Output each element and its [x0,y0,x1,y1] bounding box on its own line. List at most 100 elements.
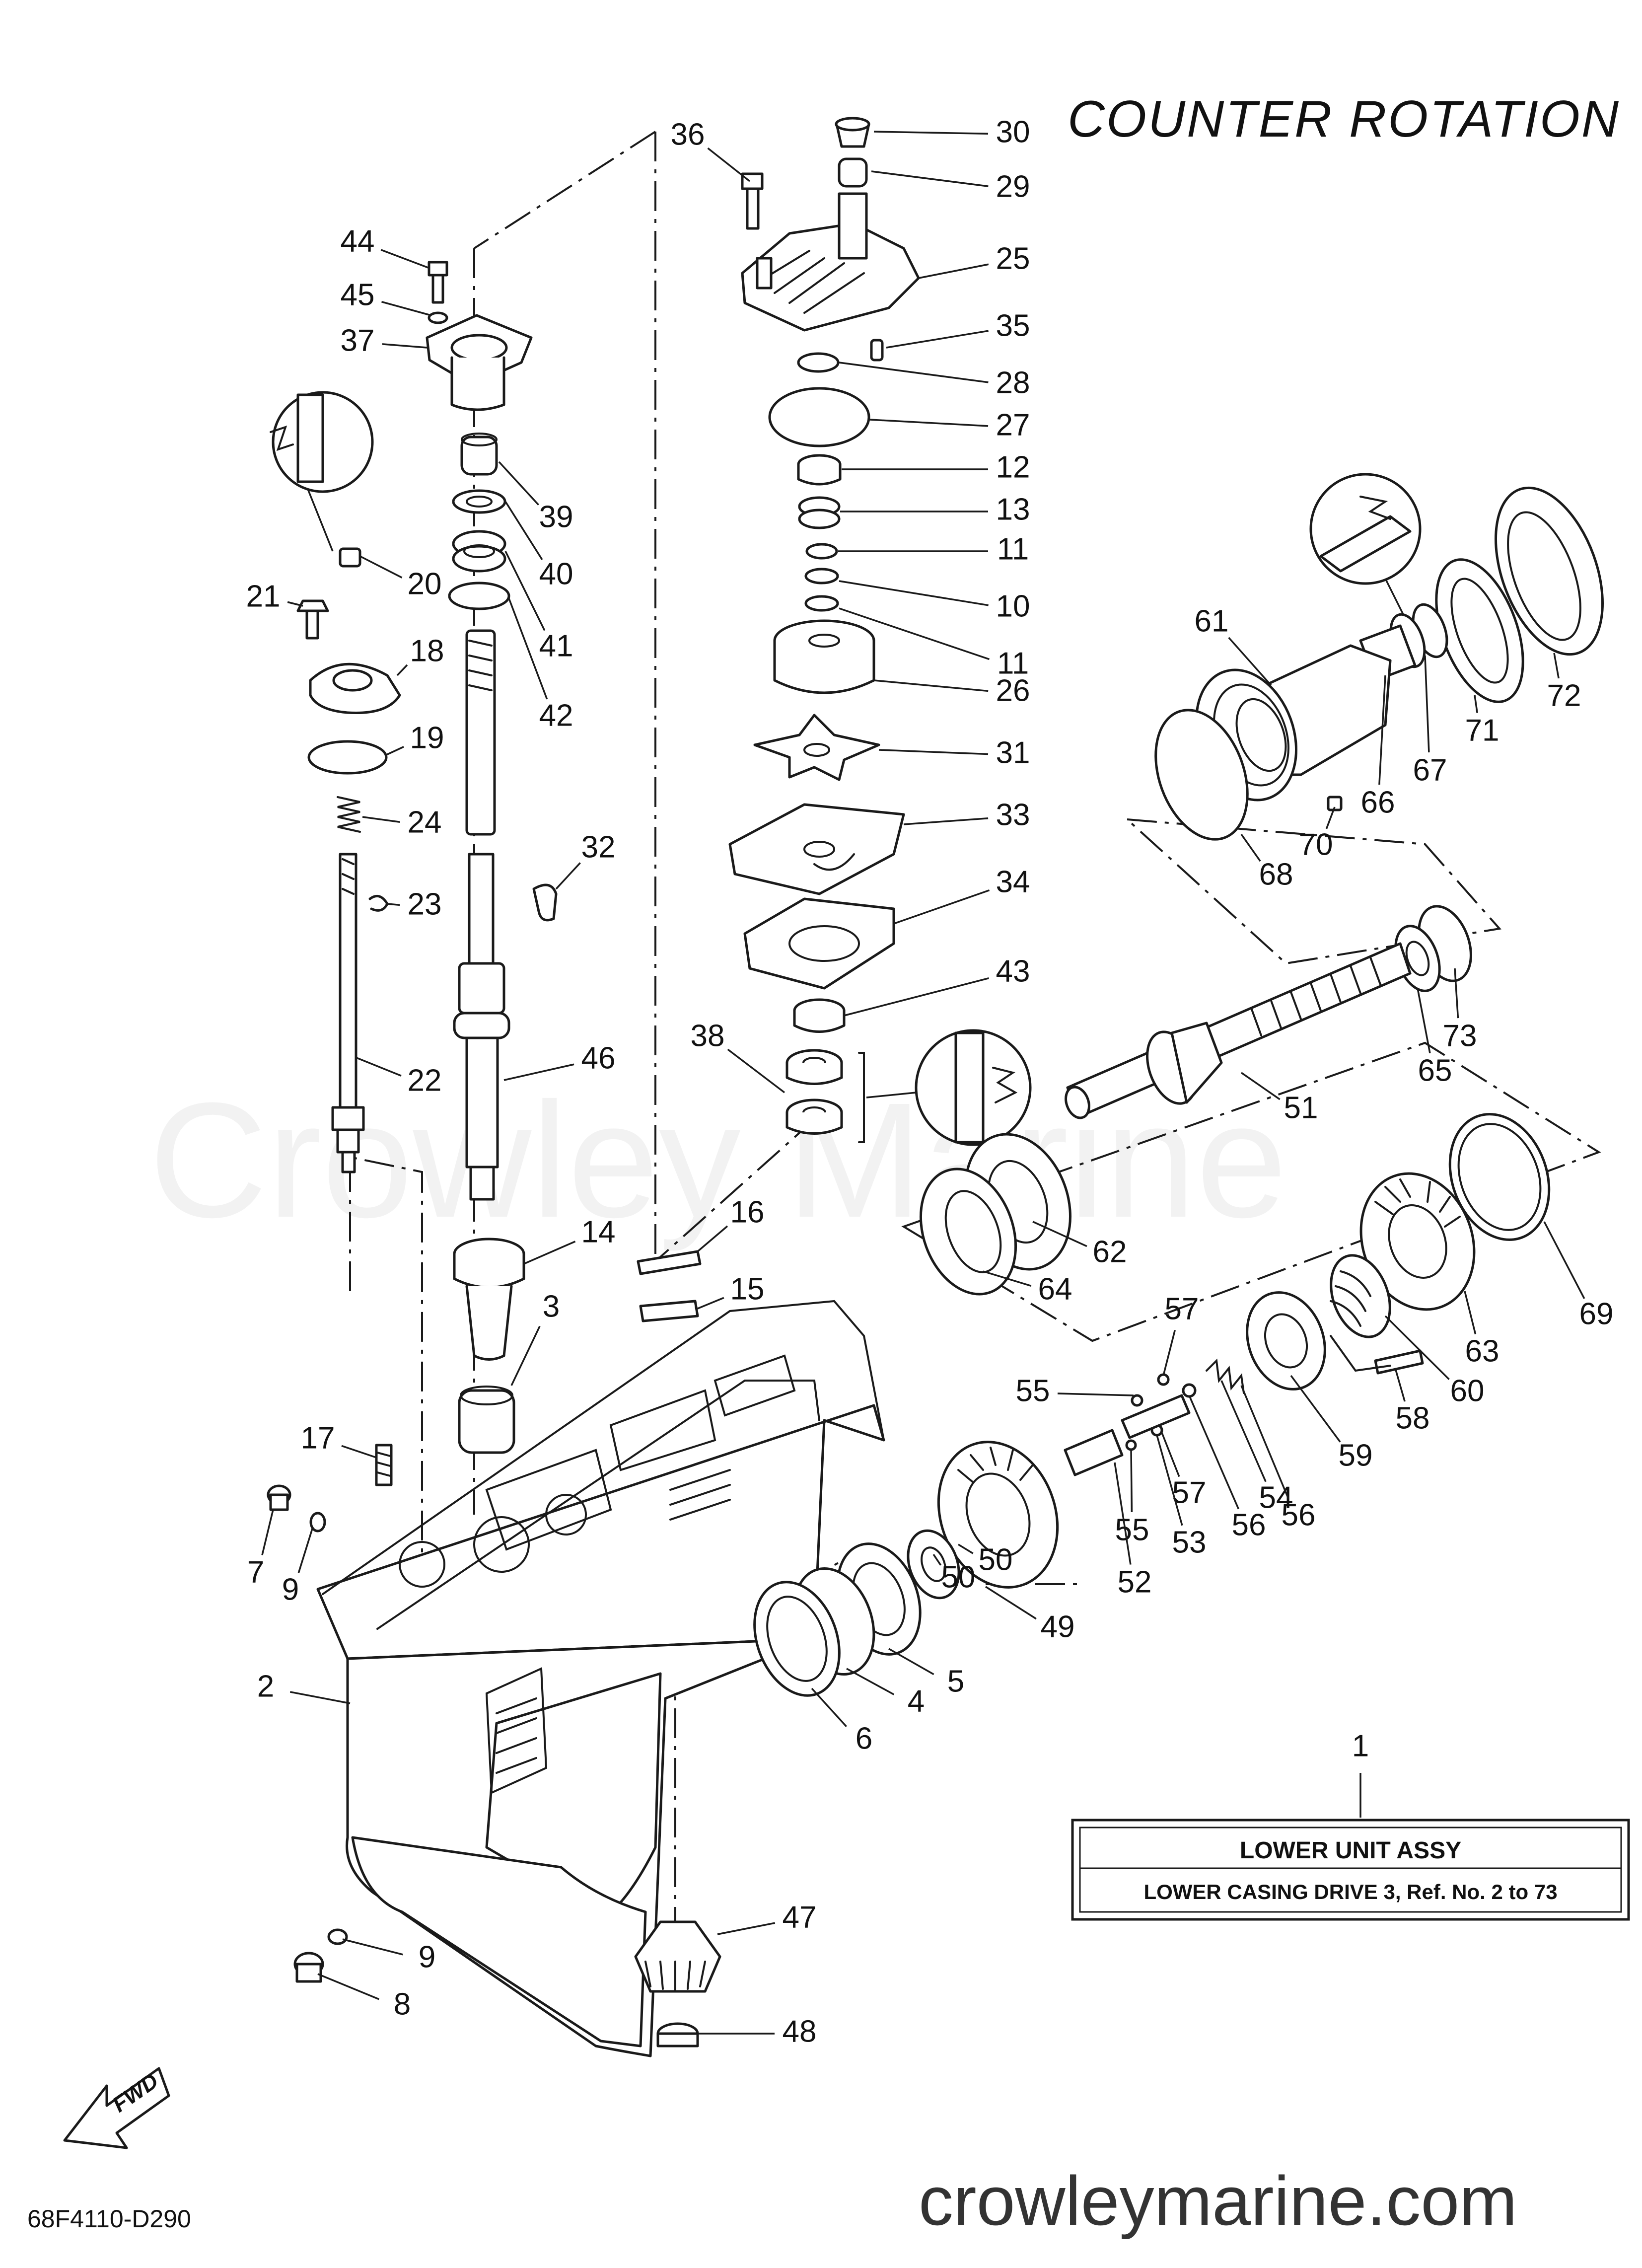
callout-leader [380,249,430,269]
callout-leader [1543,1221,1585,1299]
callout-leader [1241,1072,1281,1100]
callout-leader [523,1241,576,1265]
callout-leader [498,461,539,506]
callout-number: 49 [1041,1610,1075,1644]
callout-number: 43 [996,954,1030,988]
callout-leader [287,601,303,607]
callout-leader [707,147,751,182]
callout-number: 41 [539,629,573,663]
callout-number: 38 [691,1019,725,1053]
callout-number: 61 [1195,604,1229,638]
callout-leader [510,1325,541,1386]
callout-leader [846,1668,895,1695]
callout-number: 48 [783,2014,817,2049]
callout-leader [869,419,989,427]
callout-number: 28 [996,366,1030,400]
callout-leader [1290,1375,1341,1443]
callout-leader [1325,806,1336,829]
callout-leader [903,817,989,825]
callout-leader [1228,637,1272,686]
callout-number: 31 [996,735,1030,770]
callout-leader [382,343,428,349]
callout-leader [983,1270,1032,1287]
callout-number: 62 [1093,1235,1127,1269]
callout-leader [1378,675,1386,785]
callout-number: 2 [257,1669,274,1703]
callout-leader [1156,1435,1183,1526]
callout-number: 44 [341,224,375,258]
assy-box-line1: LOWER UNIT ASSY [1240,1837,1461,1864]
callout-leader [1394,1368,1406,1402]
callout-leader [1161,1432,1180,1477]
callout-number: 47 [783,1900,817,1934]
callout-leader [1057,1392,1134,1396]
callout-leader [1424,655,1430,753]
callout-leader [918,263,989,279]
callout-leader [386,746,404,756]
callout-leader [1188,1395,1239,1510]
callout-number: 68 [1259,857,1293,891]
callout-number: 69 [1579,1297,1614,1331]
callout-number: 64 [1038,1272,1072,1306]
callout-number: 6 [856,1721,872,1756]
callout-number: 24 [408,805,442,839]
callout-number: 59 [1339,1438,1373,1472]
callout-number: 30 [996,115,1030,149]
callout-leader [1474,695,1478,714]
callout-number: 1 [1352,1729,1369,1763]
callout-leader [359,555,403,579]
callout-number: 11 [997,532,1029,566]
callout-leader [811,1687,847,1727]
callout-number: 57 [1172,1475,1207,1510]
callout-leader [555,862,581,890]
callout-number: 33 [996,798,1030,832]
callout-number: 10 [996,589,1030,623]
callout-number: 5 [947,1664,964,1698]
callout-number: 55 [1016,1374,1050,1408]
callout-leader [317,1973,379,2000]
callout-number: 11 [997,646,1029,680]
callout-leader [1553,653,1560,679]
callout-number: 53 [1172,1525,1207,1559]
callout-number: 57 [1165,1292,1199,1326]
callout-leader [1384,1315,1450,1380]
callout-number: 25 [996,241,1030,276]
callout-leader [503,1063,574,1081]
callout-number: 7 [247,1555,264,1589]
assy-box-line2: LOWER CASING DRIVE 3, Ref. No. 2 to 73 [1143,1880,1557,1903]
lower-unit-assy-box: LOWER UNIT ASSY LOWER CASING DRIVE 3, Re… [1071,1773,1630,1921]
callout-number: 26 [996,673,1030,708]
callout-leader [261,1509,274,1555]
callout-number: 52 [1118,1565,1152,1599]
callout-number: 13 [996,492,1030,526]
callout-leader [1240,833,1261,862]
callout-number: 58 [1396,1401,1430,1435]
callout-leader [504,551,546,631]
callout-number: 23 [408,887,442,921]
callout-leader [1032,1221,1087,1247]
callout-leader [362,816,400,823]
callout-leader [839,607,990,660]
callout-number: 36 [671,117,705,151]
callout-number: 14 [581,1215,616,1249]
callout-number: 50 [979,1542,1013,1577]
callout-number: 40 [539,557,573,591]
fwd-arrow-icon: FWD [63,2067,170,2149]
callout-leader [1114,1462,1132,1565]
callout-leader [888,1648,934,1676]
shift-rod-group [270,391,401,1173]
callout-number: 65 [1418,1053,1452,1088]
callout-leader [839,362,989,383]
callout-number: 73 [1443,1019,1477,1053]
callout-number: 8 [394,1987,411,2021]
callout-leader [1162,1330,1176,1376]
lower-casing [316,1300,885,2057]
callout-leader [1240,1385,1289,1499]
callout-leader [508,598,548,700]
callout-leader [985,1586,1037,1620]
callout-leader [342,1938,403,1956]
website-link[interactable]: crowleymarine.com [919,2162,1517,2240]
callout-number: 39 [539,500,573,534]
callout-leader [932,1554,942,1566]
